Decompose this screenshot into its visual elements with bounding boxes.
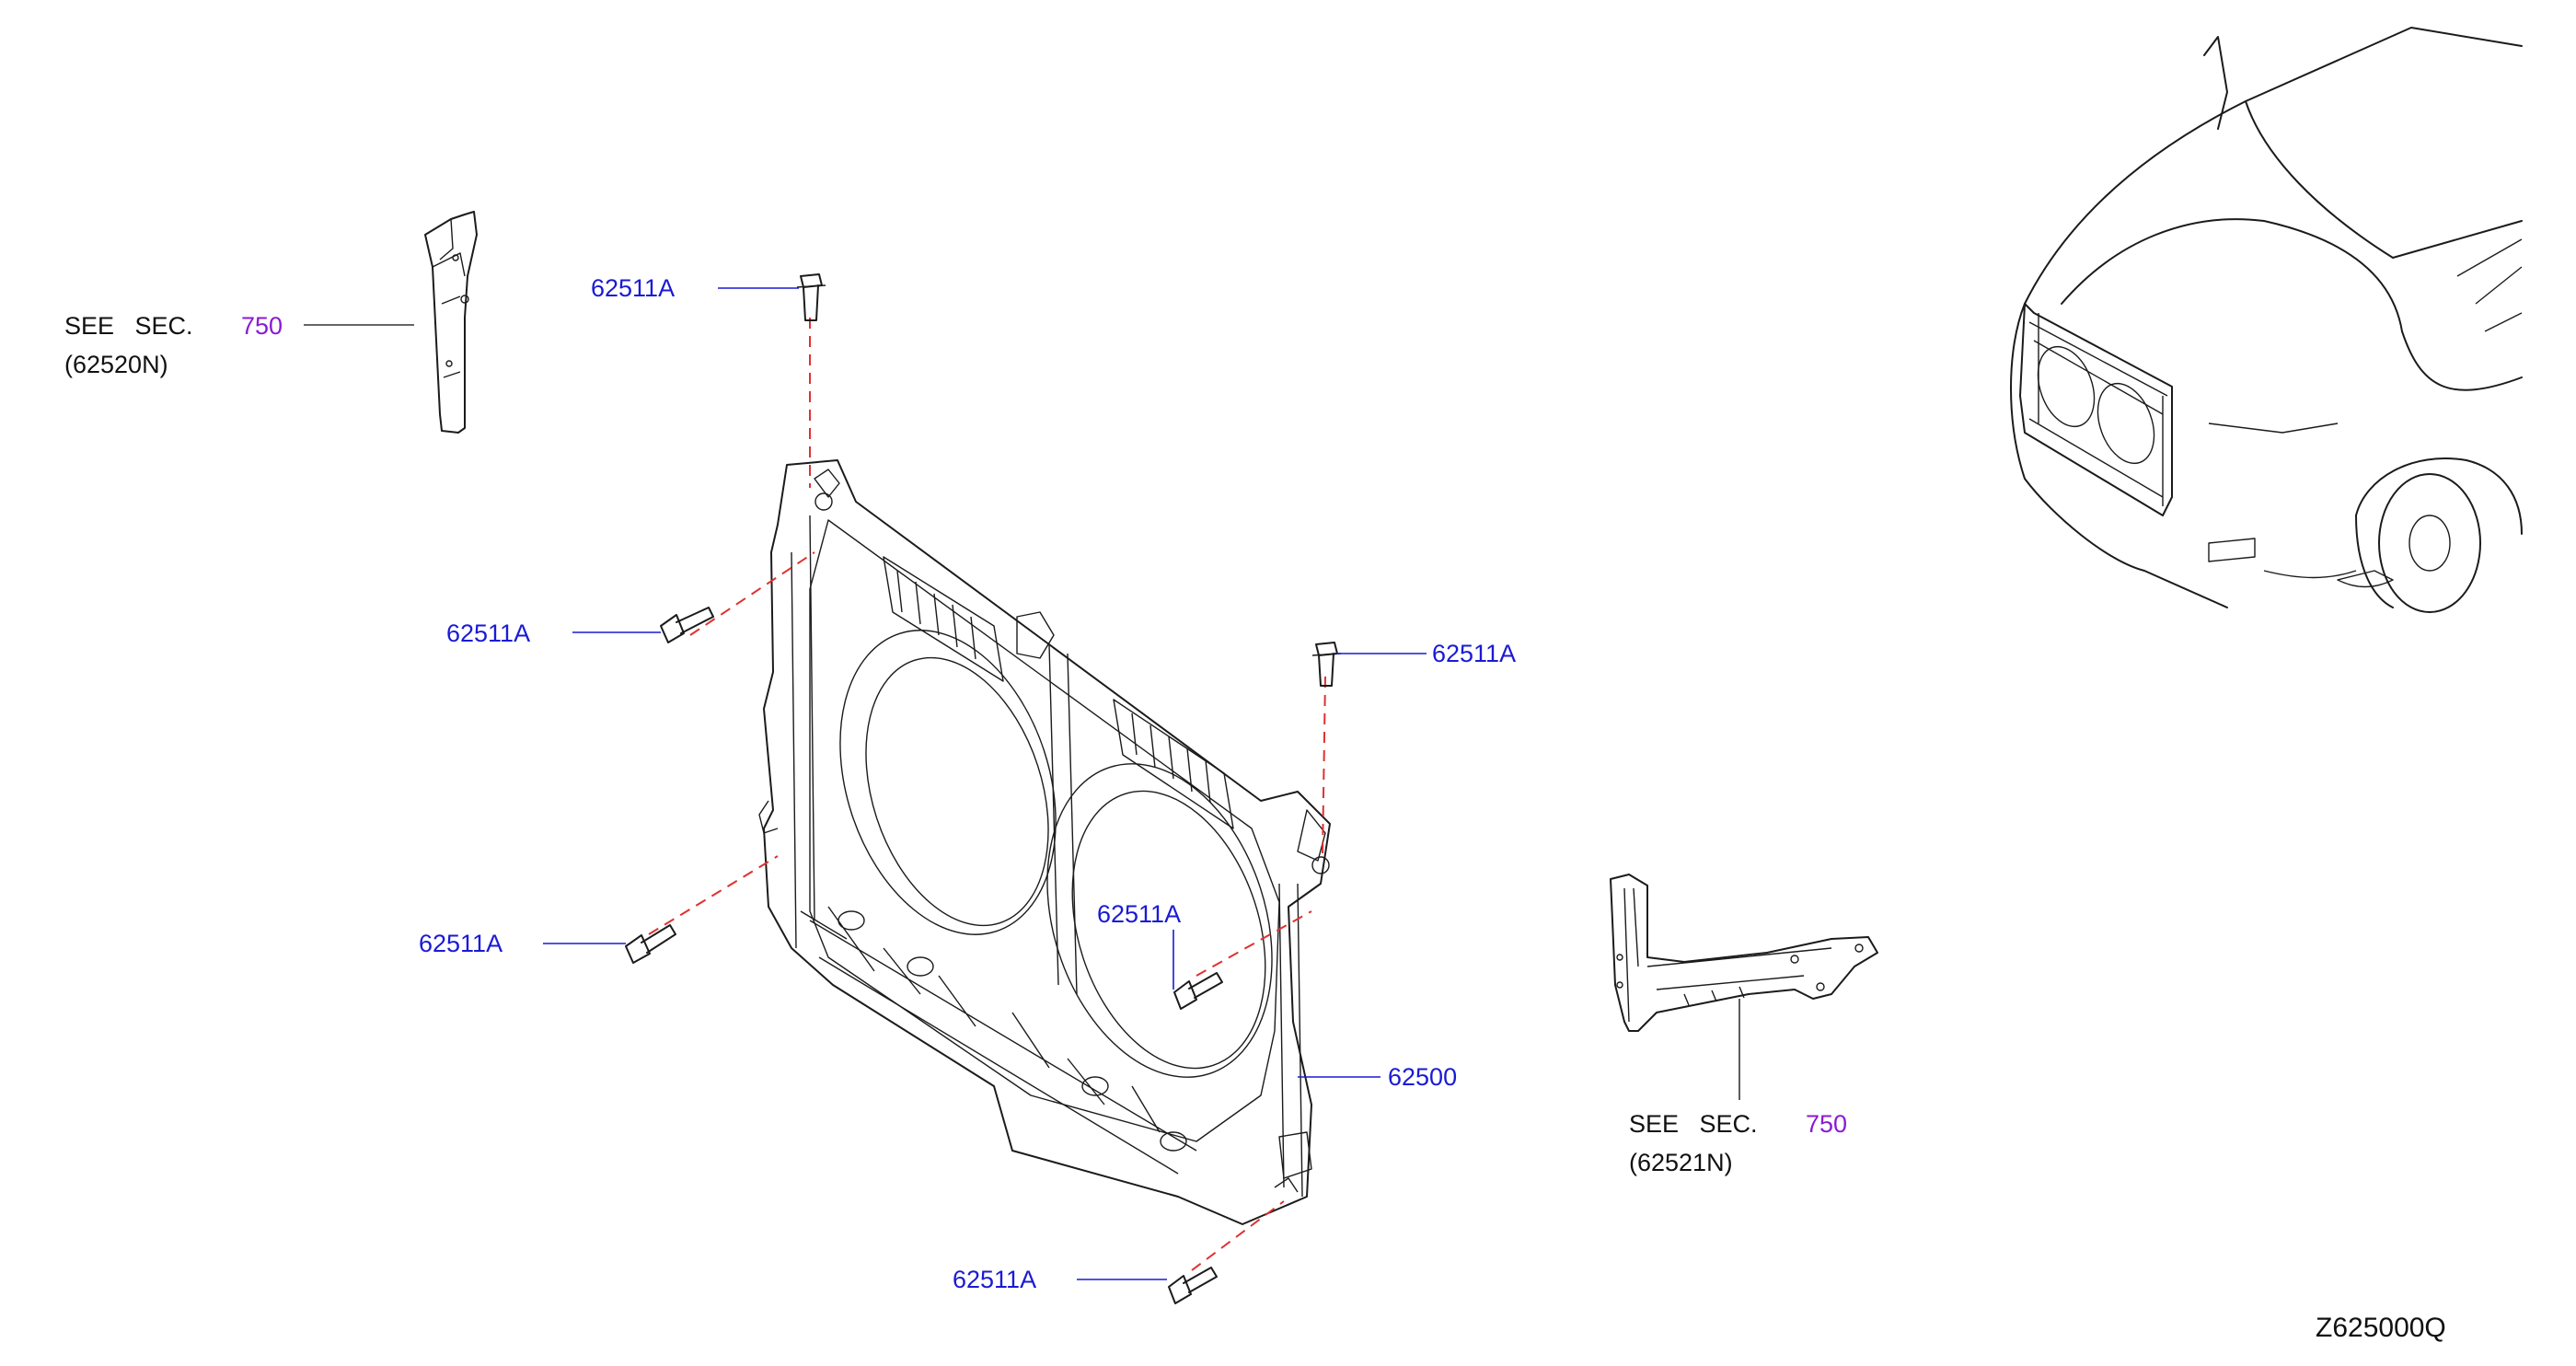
- bolt-upper-left[interactable]: [660, 607, 714, 643]
- leader-lines: [304, 287, 1740, 1280]
- callout-bolt-bottom: 62511A: [953, 1266, 1036, 1293]
- bolt-bottom[interactable]: [1168, 1267, 1218, 1304]
- callout-bolt-center-right: 62511A: [1097, 900, 1181, 928]
- diagram-code: Z625000Q: [2316, 1313, 2446, 1343]
- callout-bolt-upper-right: 62511A: [1432, 640, 1516, 667]
- bolt-center-right[interactable]: [1173, 972, 1223, 1010]
- callout-main-part: 62500: [1388, 1063, 1457, 1091]
- see-sec-right-text: SEE SEC.: [1629, 1110, 1758, 1138]
- vehicle-location-inset: [2010, 27, 2523, 613]
- bolt-lower-left[interactable]: [625, 924, 676, 964]
- bolt-upper-right[interactable]: [1311, 642, 1342, 687]
- see-sec-left-text: SEE SEC.: [64, 312, 193, 340]
- bolt-top[interactable]: [796, 273, 826, 321]
- see-sec-left-part: (62520N): [64, 351, 168, 378]
- see-sec-right-section[interactable]: 750: [1806, 1110, 1847, 1138]
- right-bracket-62521n[interactable]: [1610, 874, 1878, 1032]
- callout-bolt-lower-left: 62511A: [419, 930, 502, 957]
- callout-bolt-top: 62511A: [591, 274, 675, 302]
- see-sec-left-section[interactable]: 750: [241, 312, 283, 340]
- left-bracket-62520n[interactable]: [424, 211, 478, 434]
- radiator-core-support-62500[interactable]: [758, 459, 1331, 1225]
- inset-radiator-support: [2019, 303, 2173, 516]
- see-sec-right-part: (62521N): [1629, 1149, 1733, 1176]
- fastener-paths: [648, 318, 1326, 1271]
- callout-bolt-upper-left: 62511A: [446, 619, 530, 647]
